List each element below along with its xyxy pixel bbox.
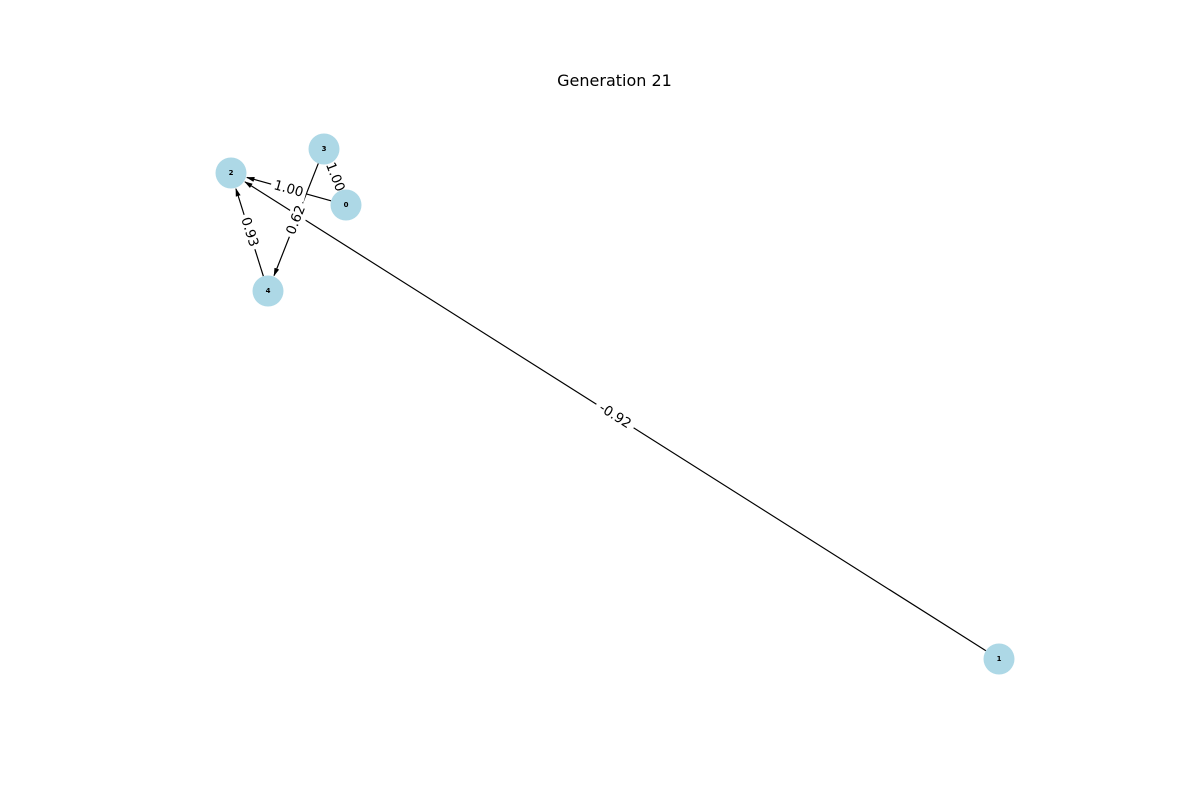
node-4: 4 xyxy=(252,275,284,307)
edge-weight-label: -0.92 xyxy=(596,400,634,432)
edge-label-0-2: 1.00 xyxy=(268,175,309,203)
node-0: 0 xyxy=(330,189,362,221)
nodes-layer: 0 1 2 3 4 xyxy=(215,133,1015,675)
edge-label-4-2: 0.93 xyxy=(235,212,264,252)
node-circle xyxy=(330,189,362,221)
node-label: 0 xyxy=(344,201,349,209)
node-2: 2 xyxy=(215,157,247,189)
node-1: 1 xyxy=(983,643,1015,675)
node-circle xyxy=(215,157,247,189)
figure-title: Generation 21 xyxy=(557,71,672,90)
node-circle xyxy=(983,643,1015,675)
edge-label-background xyxy=(281,199,311,241)
node-circle xyxy=(308,133,340,165)
edge-label-background xyxy=(591,396,639,436)
node-label: 4 xyxy=(266,287,271,295)
node-label: 1 xyxy=(997,655,1002,663)
edge-label-3-4: 0.62 xyxy=(281,199,311,241)
node-3: 3 xyxy=(308,133,340,165)
edge-label-background xyxy=(320,156,350,198)
node-circle xyxy=(252,275,284,307)
node-label: 3 xyxy=(322,145,327,153)
node-label: 2 xyxy=(229,169,234,177)
edge-label-3-0: 1.00 xyxy=(320,156,350,198)
edge-label-background xyxy=(235,212,264,252)
edge-weight-label: 1.00 xyxy=(272,177,305,200)
edge-label-background xyxy=(268,175,309,203)
edge-label-1-2: -0.92 xyxy=(591,396,639,436)
